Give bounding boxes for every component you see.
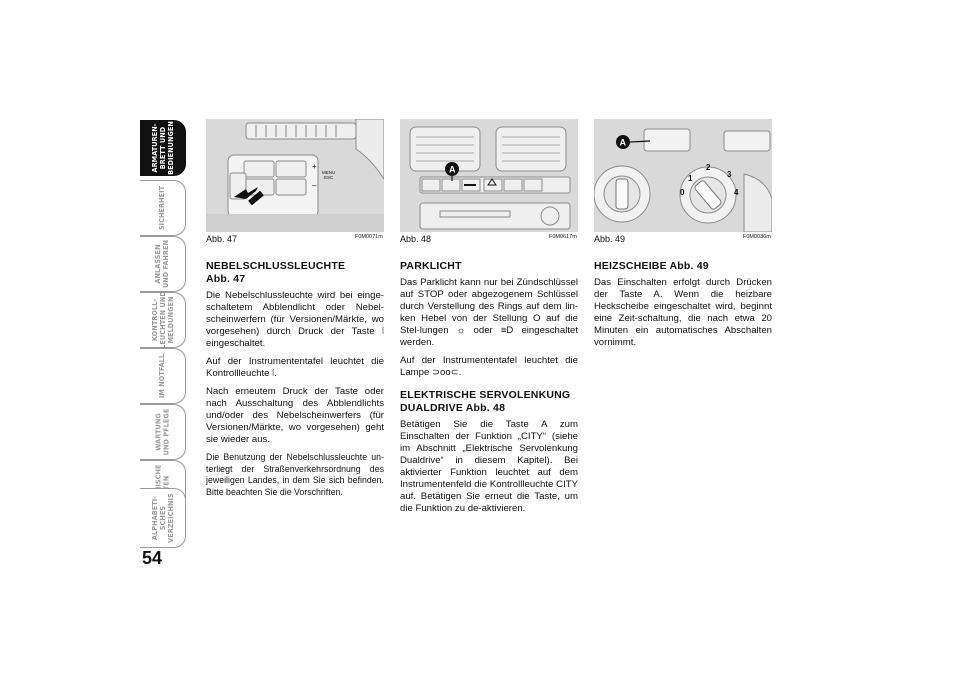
tab-im-notfall[interactable]: IM NOTFALL — [140, 348, 186, 404]
figure-48-code: F0M0617m — [549, 234, 577, 240]
figure-49: A 1 2 3 4 0 — [594, 119, 772, 232]
figure-47-caption: Abb. 47 — [206, 234, 238, 244]
dashboard-center-illustration: A — [400, 119, 578, 232]
page-number: 54 — [142, 548, 163, 568]
dial-label-3: 3 — [727, 170, 732, 179]
paragraph: Die Nebelschlussleuchte wird bei einge-s… — [206, 290, 384, 349]
heater-controls-illustration: A 1 2 3 4 0 — [594, 119, 772, 232]
tab-label: ALPHABETI- SCHES VERZEICHNIS — [149, 493, 175, 543]
plus-label: + — [312, 162, 317, 171]
tab-label: IM NOTFALL — [157, 353, 167, 399]
fog-light-panel-illustration: + – MENU ESC — [206, 119, 384, 232]
dial-label-4: 4 — [734, 188, 739, 197]
column-fog-light: NEBELSCHLUSSLEUCHTE Abb. 47 Die Nebelsch… — [206, 260, 384, 504]
paragraph: Nach erneutem Druck der Taste oder nach … — [206, 386, 384, 445]
figure-49-code: F0M0036m — [743, 234, 771, 240]
paragraph: Das Einschalten erfolgt durch Drücken de… — [594, 277, 772, 348]
tab-label: ANLASSEN UND FAHREN — [153, 239, 171, 289]
heading-nebelschlussleuchte: NEBELSCHLUSSLEUCHTE Abb. 47 — [206, 260, 346, 285]
figure-47: + – MENU ESC — [206, 119, 384, 232]
tab-label: KONTROLL- LEUCHTEN UND MELDUNGEN — [149, 291, 175, 349]
figure-49-caption: Abb. 49 — [594, 234, 626, 244]
paragraph: Auf der Instrumententafel leuchtet die K… — [206, 356, 384, 379]
figure-47-code: F0M0071m — [355, 234, 383, 240]
tab-sicherheit[interactable]: SICHERHEIT — [140, 180, 186, 236]
paragraph: Betätigen Sie die Taste A zum Einschalte… — [400, 419, 578, 514]
paragraph: Auf der Instrumententafel leuchtet die L… — [400, 355, 578, 378]
heading-servolenkung: ELEKTRISCHE SERVOLENKUNG DUALDRIVE Abb. … — [400, 389, 571, 414]
tab-armaturenbrett[interactable]: ARMATUREN- BRETT UND BEDIENUNGEN — [140, 120, 186, 176]
dial-label-2: 2 — [706, 163, 711, 172]
tab-verzeichnis[interactable]: ALPHABETI- SCHES VERZEICHNIS — [140, 488, 186, 548]
figure-48: A — [400, 119, 578, 232]
callout-a: A — [449, 165, 456, 175]
column-heated-window: HEIZSCHEIBE Abb. 49 Das Einschalten erfo… — [594, 260, 772, 355]
tab-anlassen[interactable]: ANLASSEN UND FAHREN — [140, 236, 186, 292]
dial-label-1: 1 — [688, 174, 693, 183]
tab-label: ARMATUREN- BRETT UND BEDIENUNGEN — [149, 121, 175, 175]
column-parking-light: PARKLICHT Das Parklicht kann nur bei Zün… — [400, 260, 578, 521]
esc-label: ESC — [324, 175, 334, 180]
heading-heizscheibe: HEIZSCHEIBE Abb. 49 — [594, 260, 709, 272]
tab-label: SICHERHEIT — [157, 185, 167, 231]
tab-label: WARTUNG UND PFLEGE — [153, 408, 171, 456]
heading-parklicht: PARKLICHT — [400, 260, 462, 272]
callout-a: A — [620, 138, 627, 148]
figure-48-caption: Abb. 48 — [400, 234, 432, 244]
tab-wartung[interactable]: WARTUNG UND PFLEGE — [140, 404, 186, 460]
paragraph: Das Parklicht kann nur bei Zündschlüssel… — [400, 277, 578, 348]
paragraph-note: Die Benutzung der Nebelschlussleuchte un… — [206, 452, 384, 497]
minus-label: – — [312, 181, 317, 190]
tab-kontrollleuchten[interactable]: KONTROLL- LEUCHTEN UND MELDUNGEN — [140, 291, 186, 349]
menu-label: MENU — [322, 170, 335, 175]
dial-label-0: 0 — [680, 188, 685, 197]
